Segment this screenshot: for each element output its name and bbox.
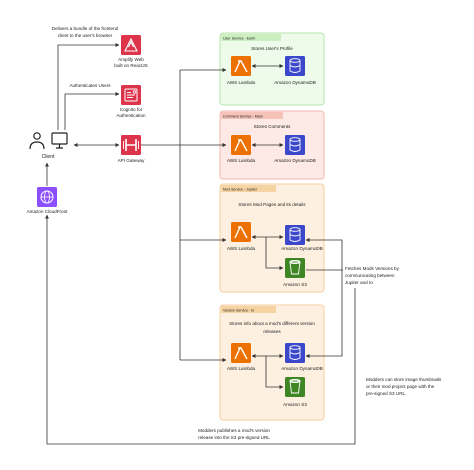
user-db-label: Amazon DynamoDB xyxy=(274,80,316,85)
user-service-tag-bg xyxy=(221,34,281,41)
client-label: Client xyxy=(42,154,55,160)
user-service-tag: User Service - Earth xyxy=(223,37,255,41)
mod-s3-label: Amazon S3 xyxy=(283,282,307,287)
modders-note-line-3: pre-signed S3 URL. xyxy=(366,391,406,396)
cloudfront-node: Amazon CloudFront xyxy=(27,187,69,214)
fetch-versions-note: Fetches Mods Versions by communicating b… xyxy=(343,262,415,288)
client-to-amplify-line xyxy=(57,43,120,130)
comment-service-tag-bg xyxy=(221,112,283,119)
comment-db-label: Amazon DynamoDB xyxy=(274,158,316,163)
modders-store-note: Modders can store image thumbnails or th… xyxy=(364,373,470,401)
amplify-node: Amplify Web built on ReactJS xyxy=(114,35,148,68)
mod-version-link-line xyxy=(305,238,343,358)
mod-lambda-s3-line xyxy=(265,237,284,270)
dynamodb-icon xyxy=(285,343,305,363)
lambda-icon xyxy=(231,222,251,242)
user-computer-icon xyxy=(29,132,68,150)
upload-note-line-1: Modders publishes a mod's version xyxy=(198,428,270,433)
modders-note-line-1: Modders can store image thumbnails xyxy=(366,377,442,382)
user-service-box xyxy=(219,32,325,106)
version-s3-node: Amazon S3 xyxy=(283,377,307,407)
comment-lambda-label: AWS Lambda xyxy=(227,158,256,163)
cognito-label-2: Authentication xyxy=(116,113,146,118)
amplify-icon xyxy=(121,35,141,55)
lambda-icon xyxy=(231,56,251,76)
mod-lambda-node: AWS Lambda xyxy=(227,222,256,251)
version-service-tag: Version Service - Io xyxy=(223,309,254,313)
api-gateway-label: API Gateway xyxy=(118,158,146,163)
version-lambda-node: AWS Lambda xyxy=(227,343,256,371)
user-service-caption: Stores User's Profile xyxy=(251,46,293,51)
note-authenticates: Authenticates Users xyxy=(69,83,111,88)
api-gateway-icon xyxy=(121,135,141,155)
cloudfront-label: Amazon CloudFront xyxy=(27,209,69,214)
comment-service-caption: Stores Comments xyxy=(254,124,291,129)
lambda-icon xyxy=(231,343,251,363)
cognito-icon xyxy=(121,85,141,105)
lambda-icon xyxy=(231,135,251,155)
amplify-label-1: Amplify Web xyxy=(118,57,144,62)
mod-lambda-label: AWS Lambda xyxy=(227,246,256,251)
mod-service-tag: Mod Service - Jupiter xyxy=(223,188,258,192)
dynamodb-icon xyxy=(285,225,305,245)
version-lambda-label: AWS Lambda xyxy=(227,366,256,371)
mod-s3-node: Amazon S3 xyxy=(283,258,307,287)
client-notes: Delivers a bundle of the frontend client… xyxy=(36,24,134,89)
note-delivers-line-2: client to the user's browser xyxy=(58,33,113,38)
note-delivers-line-1: Delivers a bundle of the frontend xyxy=(52,26,119,31)
s3-icon xyxy=(285,258,305,278)
version-db-label: Amazon DynamoDB xyxy=(281,366,323,371)
connectors xyxy=(45,43,356,445)
comment-db-node: Amazon DynamoDB xyxy=(274,135,316,163)
bottom-return-line xyxy=(45,214,356,445)
modders-upload-note: Modders publishes a mod's version releas… xyxy=(182,426,286,442)
version-lambda-s3-line xyxy=(265,356,284,389)
mod-service-caption: Stores Mod Pages and its details xyxy=(238,202,306,207)
version-service-caption-2: releases xyxy=(263,329,281,334)
client-node: Client xyxy=(29,132,68,160)
comment-service-tag: Comment Service - Mars xyxy=(223,115,263,119)
fetch-note-line-1: Fetches Mods Versions by xyxy=(345,266,400,271)
modders-note-line-2: or their mod project page with the xyxy=(366,384,435,389)
cognito-label-1: Cognito for xyxy=(120,107,143,112)
upload-note-line-2: release into the S3 pre-signed URL xyxy=(198,435,270,440)
fetch-note-line-3: Jupiter and Io xyxy=(345,280,373,285)
user-lambda-label: AWS Lambda xyxy=(227,80,256,85)
dynamodb-icon xyxy=(285,56,305,76)
client-to-cognito-line xyxy=(64,92,120,130)
dynamodb-icon xyxy=(285,135,305,155)
user-db-node: Amazon DynamoDB xyxy=(274,56,316,85)
user-lambda-node: AWS Lambda xyxy=(227,56,256,85)
cognito-node: Cognito for Authentication xyxy=(116,85,146,118)
api-gateway-node: API Gateway xyxy=(118,135,146,163)
mod-db-label: Amazon DynamoDB xyxy=(281,246,323,251)
version-service-caption-1: Stores info about a mod's different vers… xyxy=(229,321,315,326)
version-s3-label: Amazon S3 xyxy=(283,402,307,407)
version-service-tag-bg xyxy=(221,306,276,313)
cloudfront-icon xyxy=(37,187,57,207)
mod-service-tag-bg xyxy=(221,185,276,192)
mod-db-node: Amazon DynamoDB xyxy=(281,225,323,251)
version-db-node: Amazon DynamoDB xyxy=(281,343,323,371)
s3-icon xyxy=(285,377,305,397)
amplify-label-2: built on ReactJS xyxy=(114,63,147,68)
fetch-note-line-2: communicating between xyxy=(345,273,395,278)
comment-lambda-node: AWS Lambda xyxy=(227,135,256,163)
user-service-container: User Service - Earth Stores User's Profi… xyxy=(219,32,325,106)
